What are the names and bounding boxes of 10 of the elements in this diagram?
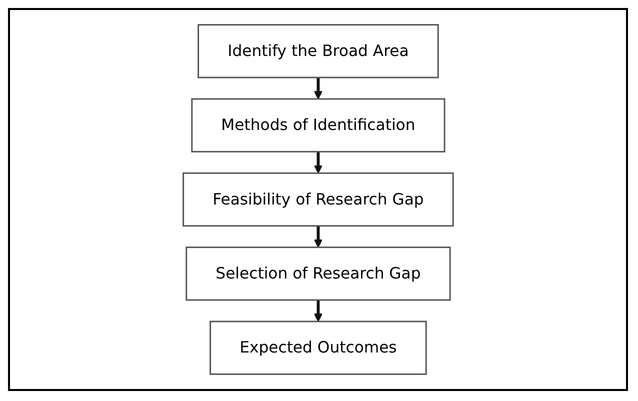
node-box (185, 246, 451, 301)
arrow (314, 152, 322, 174)
diagram-frame: Identify the Broad Area Methods of Identification Feasibility of Research Gap Selection of Research Gap Expected Outcomes (8, 8, 628, 391)
node-box (197, 24, 439, 78)
arrow (314, 78, 322, 100)
arrow (314, 226, 322, 248)
node-box (209, 320, 427, 375)
arrow (314, 300, 322, 322)
node-box (190, 98, 446, 152)
node-box (182, 172, 454, 227)
